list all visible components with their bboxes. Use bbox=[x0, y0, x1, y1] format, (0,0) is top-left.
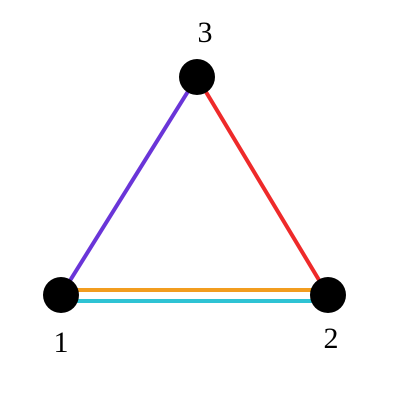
node-2-label: 2 bbox=[324, 322, 339, 355]
edge-1-3 bbox=[59, 75, 199, 297]
node-3-label: 3 bbox=[198, 16, 213, 49]
node-3 bbox=[179, 59, 215, 95]
node-1 bbox=[43, 277, 79, 313]
node-2 bbox=[310, 277, 346, 313]
edge-2-3 bbox=[195, 75, 330, 297]
node-1-label: 1 bbox=[54, 326, 69, 359]
